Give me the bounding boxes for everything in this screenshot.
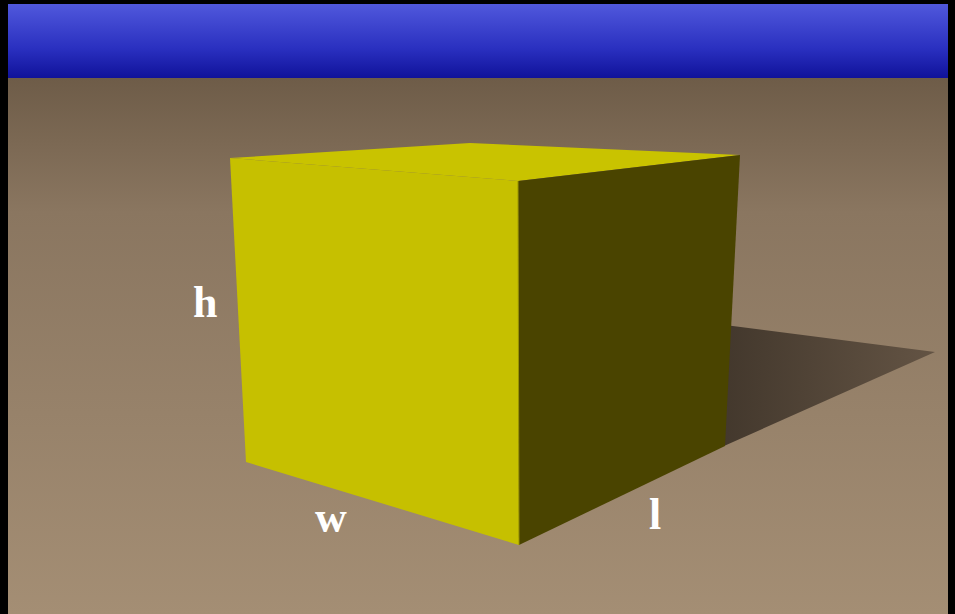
dimension-label: w [315, 496, 347, 540]
dimension-label: h [193, 281, 217, 325]
ground [8, 78, 948, 614]
cube-shadow [724, 325, 935, 446]
cube-edge [518, 181, 519, 545]
cube-front-face [230, 158, 519, 545]
cube-side-face [518, 155, 740, 545]
sky-band [8, 4, 948, 78]
dimension-label: l [649, 493, 661, 537]
